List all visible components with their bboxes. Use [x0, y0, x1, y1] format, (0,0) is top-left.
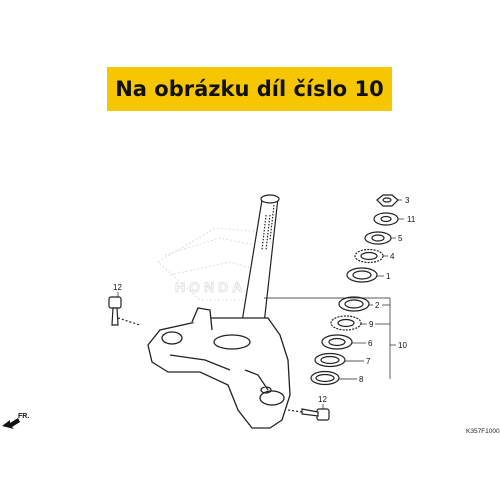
- callout-8: 8: [359, 375, 364, 384]
- race-2: [338, 296, 370, 312]
- seal-6: [321, 334, 353, 350]
- part-number-banner: Na obrázku díl číslo 10: [107, 67, 392, 111]
- nut-3: [376, 194, 399, 207]
- race-1: [346, 267, 378, 283]
- washer-11: [373, 212, 399, 226]
- front-arrow-icon: FR.: [2, 413, 29, 429]
- direction-label: FR.: [18, 413, 29, 420]
- dust-seal-8: [310, 370, 340, 386]
- steering-stem: [237, 194, 280, 347]
- callout-7: 7: [366, 357, 371, 366]
- pinch-bolt-upper: [108, 296, 141, 326]
- callout-2: 2: [375, 301, 380, 310]
- washer-7: [314, 352, 346, 368]
- callout-12-lower: 12: [318, 395, 327, 404]
- diagram-code: K357F1000: [466, 428, 500, 435]
- bearing-9: [330, 315, 362, 331]
- bearing-4: [354, 248, 384, 264]
- cone-5: [364, 231, 392, 245]
- watermark-text: HONDA: [175, 279, 246, 295]
- callout-5: 5: [398, 234, 403, 243]
- callout-3: 3: [405, 196, 410, 205]
- banner-text: Na obrázku díl číslo 10: [115, 77, 384, 101]
- honda-watermark: HONDA: [157, 227, 263, 301]
- pinch-bolt-lower: [287, 408, 330, 421]
- callout-9: 9: [369, 320, 374, 329]
- callout-10: 10: [398, 341, 407, 350]
- bottom-bridge: [147, 307, 291, 429]
- callout-12-upper: 12: [113, 283, 122, 292]
- callout-11: 11: [407, 215, 416, 224]
- callout-6: 6: [368, 339, 373, 348]
- callout-1: 1: [386, 272, 391, 281]
- callout-4: 4: [390, 252, 395, 261]
- bearing-stack: [310, 194, 399, 386]
- leader-lines: [117, 199, 404, 409]
